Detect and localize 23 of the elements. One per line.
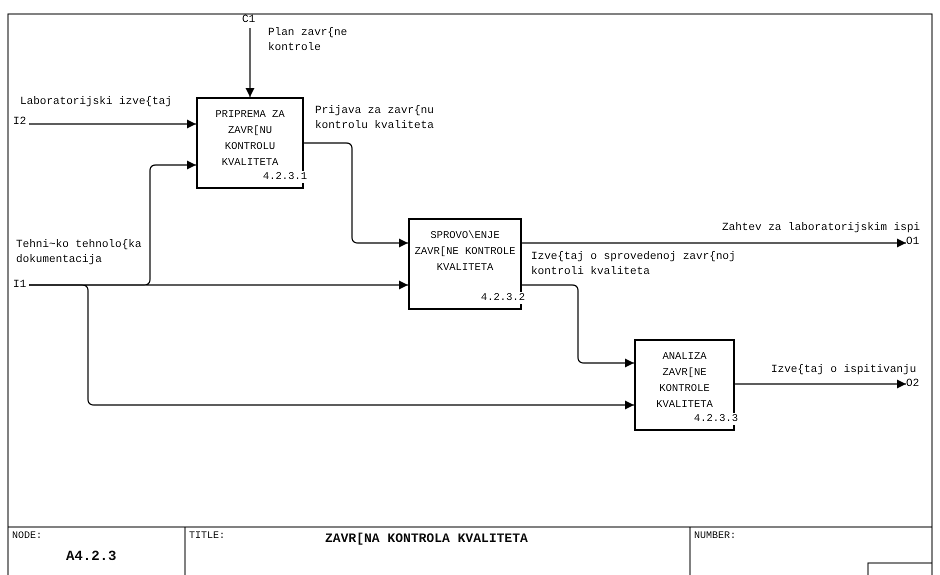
arrow [522,284,634,368]
diagram-title: ZAVR[NA KONTROLA KVALITETA [325,531,528,546]
arrow [29,284,634,410]
arrow [735,380,906,388]
arrow-code: O2 [906,378,920,390]
arrow [29,120,196,128]
activity-name: ANALIZA ZAVR[NE KONTROLE KVALITETA [655,350,714,413]
arrow-code: I2 [13,116,26,128]
arrow-code: C1 [242,14,256,26]
field-label: NUMBER: [694,531,736,542]
field-label: NODE: [12,531,42,542]
field-label: TITLE: [189,531,226,542]
arrow [304,142,408,248]
arrow [522,238,906,248]
arrow-code: I1 [13,279,26,291]
arrow [246,28,254,97]
activity-number: 4.2.3.3 [692,413,739,425]
activity-number: 4.2.3.2 [480,292,526,304]
arrow-code: O1 [906,236,920,248]
activity-name: SPROVO\ENJE ZAVR[NE KONTROLE KVALITETA [414,229,516,276]
node-number: A4.2.3 [66,549,116,565]
activity-number: 4.2.3.1 [262,171,308,183]
activity-name: PRIPREMA ZA ZAVR[NU KONTROLU KVALITETA [214,108,286,171]
